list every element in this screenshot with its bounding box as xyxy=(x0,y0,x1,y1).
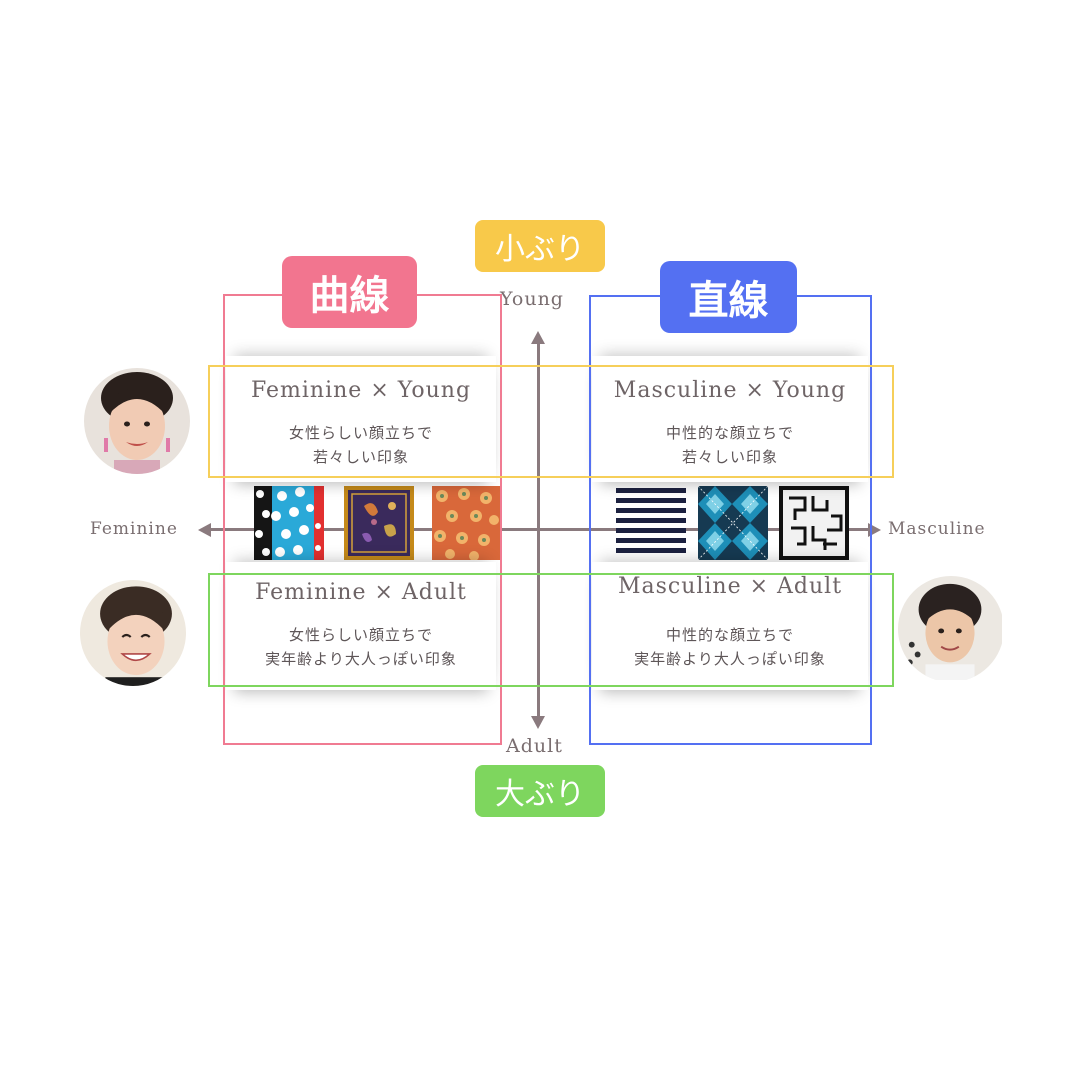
horizontal-axis xyxy=(210,528,870,531)
card-feminine-young: Feminine × Young 女性らしい顔立ちで 若々しい印象 xyxy=(226,356,496,482)
card-desc-line2: 実年齢より大人っぽい印象 xyxy=(265,650,457,668)
card-desc-line1: 中性的な顔立ちで xyxy=(665,626,794,644)
card-title: Masculine × Young xyxy=(613,378,847,403)
argyle-swatch xyxy=(698,486,768,560)
card-masculine-young: Masculine × Young 中性的な顔立ちで 若々しい印象 xyxy=(592,356,868,482)
arrow-up-icon xyxy=(531,331,545,344)
avatar-feminine-young xyxy=(84,368,190,474)
arrow-left-icon xyxy=(198,523,211,537)
straight-tag: 直線 xyxy=(660,261,797,333)
axis-label-masculine: Masculine xyxy=(888,519,986,539)
floral-swatch xyxy=(432,486,502,560)
card-desc-line1: 女性らしい顔立ちで xyxy=(288,626,433,644)
card-masculine-adult: Masculine × Adult 中性的な顔立ちで 実年齢より大人っぽい印象 xyxy=(592,562,868,690)
card-desc-line2: 若々しい印象 xyxy=(312,448,409,466)
small-tag: 小ぶり xyxy=(475,220,605,272)
adult-row-frame xyxy=(208,573,894,687)
card-title: Masculine × Adult xyxy=(617,574,843,599)
axis-label-young: Young xyxy=(500,288,564,310)
young-row-frame xyxy=(208,365,894,478)
vertical-axis xyxy=(537,340,540,722)
card-desc-line1: 中性的な顔立ちで xyxy=(665,424,794,442)
card-feminine-adult: Feminine × Adult 女性らしい顔立ちで 実年齢より大人っぽい印象 xyxy=(226,562,496,690)
card-desc-line2: 若々しい印象 xyxy=(681,448,778,466)
curve-tag: 曲線 xyxy=(282,256,417,328)
large-tag: 大ぶり xyxy=(475,765,605,817)
avatar-feminine-adult xyxy=(80,580,186,686)
card-desc-line1: 女性らしい顔立ちで xyxy=(288,424,433,442)
stripe-swatch xyxy=(616,486,686,560)
axis-label-adult: Adult xyxy=(506,735,563,757)
card-title: Feminine × Adult xyxy=(255,580,467,605)
avatar-masculine-adult xyxy=(898,576,1004,682)
axis-label-feminine: Feminine xyxy=(90,519,178,539)
polka-dot-swatch xyxy=(254,486,324,560)
card-desc-line2: 実年齢より大人っぽい印象 xyxy=(634,650,826,668)
arrow-down-icon xyxy=(531,716,545,729)
paisley-swatch xyxy=(344,486,414,560)
geometric-swatch xyxy=(779,486,849,560)
card-title: Feminine × Young xyxy=(250,378,472,403)
